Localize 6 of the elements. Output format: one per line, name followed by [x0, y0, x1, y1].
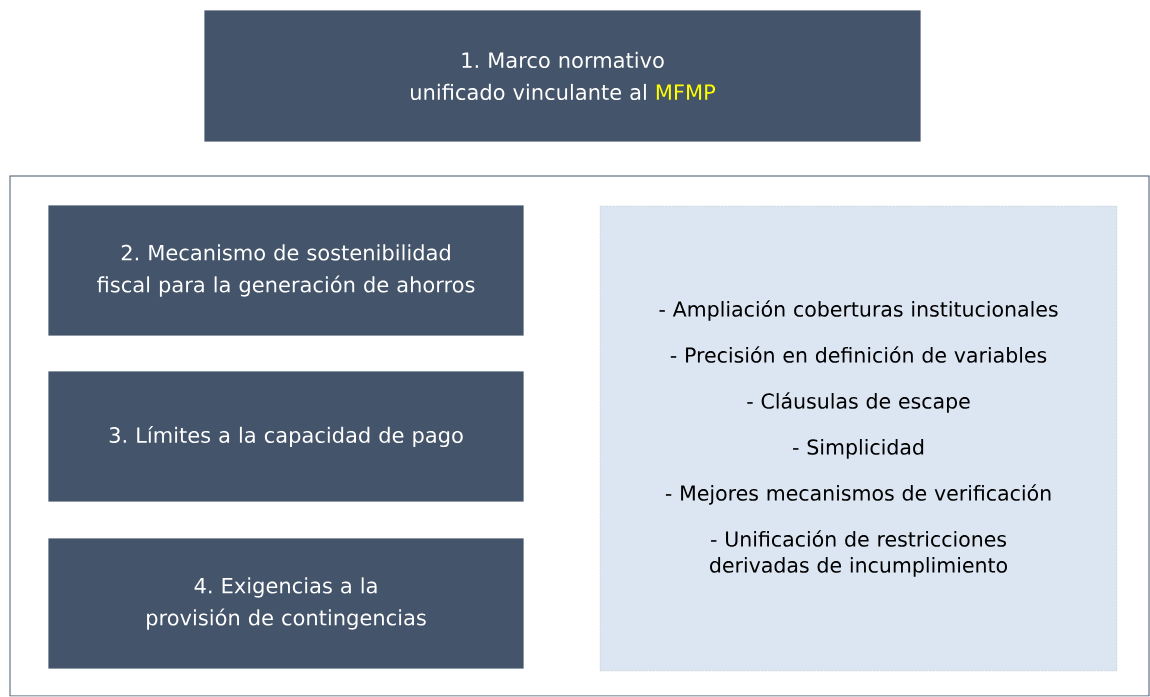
process-box: 4. Exigencias a la provisión de contingencias: [47, 537, 525, 670]
process-box: 2. Mecanismo de sostenibilidad fiscal para la generación de ahorros: [47, 204, 525, 337]
list-panel: - Ampliación coberturas institucionales - Precisión en definición de variables - Cláusulas de escape - Simplicidad - Mejores mecanismos de verificación - Unificación de restricciones derivadas de incumplimiento: [599, 205, 1118, 672]
group-frame: [9, 175, 1150, 697]
process-box: 1. Marco normativo unificado vinculante al MFMP: [203, 9, 922, 143]
process-box: 3. Límites a la capacidad de pago: [47, 370, 525, 503]
